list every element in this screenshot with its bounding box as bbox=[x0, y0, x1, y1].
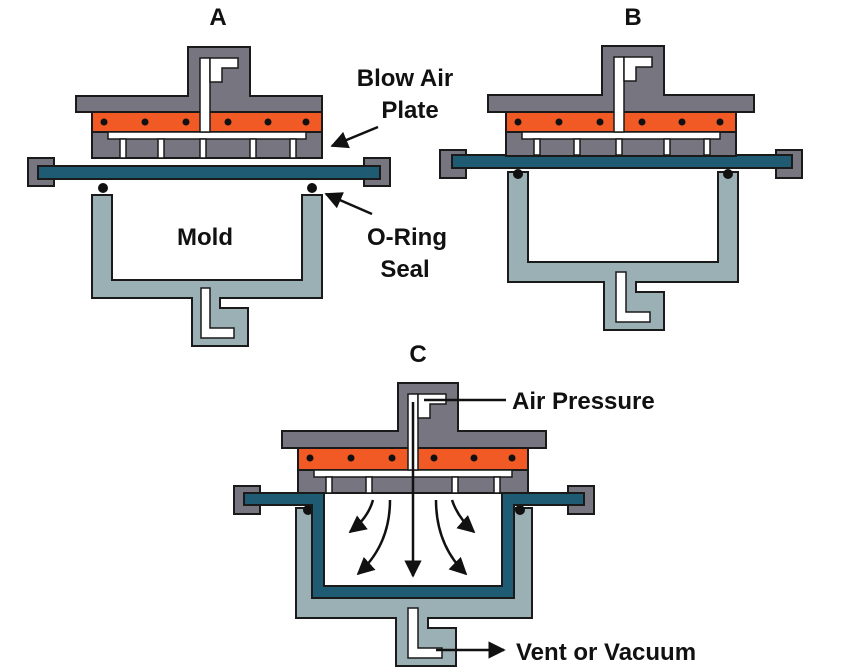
air-flow-arrow-upper-right bbox=[450, 499, 476, 534]
air-flow-arrows bbox=[348, 402, 476, 578]
air-flow-arrow-lower-right bbox=[434, 499, 468, 576]
panel-a: A Mold bbox=[27, 4, 453, 347]
annotation-air-pressure: Air Pressure bbox=[424, 388, 655, 415]
plastic-sheet-a bbox=[27, 157, 391, 187]
o-rings-c bbox=[303, 505, 525, 515]
o-ring-seal-arrow bbox=[324, 192, 373, 216]
panel-b-letter: B bbox=[624, 4, 641, 31]
panel-c: C bbox=[233, 341, 696, 667]
blow-air-plate-arrow bbox=[330, 125, 379, 149]
mold-label: Mold bbox=[177, 224, 233, 251]
blow-air-plate-a bbox=[75, 46, 323, 159]
annotation-o-ring-seal: O-Ring Seal bbox=[324, 192, 447, 283]
panel-c-letter: C bbox=[409, 341, 426, 368]
mold-b bbox=[507, 171, 739, 331]
blow-air-plate-label-line2: Plate bbox=[381, 97, 438, 124]
annotation-blow-air-plate: Blow Air Plate bbox=[330, 65, 453, 149]
air-flow-arrow-lower-left bbox=[356, 499, 392, 576]
o-rings-a bbox=[98, 183, 317, 193]
o-ring-seal-label-line1: O-Ring bbox=[367, 224, 447, 251]
air-pressure-label: Air Pressure bbox=[512, 388, 655, 415]
blow-air-plate-b bbox=[487, 45, 755, 157]
annotation-vent-or-vacuum: Vent or Vacuum bbox=[436, 639, 696, 666]
plastic-sheet-b bbox=[439, 149, 803, 179]
air-flow-arrow-upper-left bbox=[348, 499, 375, 534]
plastic-sheet-c bbox=[233, 485, 595, 599]
o-rings-b bbox=[513, 169, 733, 179]
mold-a: Mold bbox=[91, 194, 323, 347]
panel-b: B bbox=[439, 4, 803, 331]
vent-or-vacuum-label: Vent or Vacuum bbox=[516, 639, 696, 666]
panel-a-letter: A bbox=[209, 4, 226, 31]
o-ring-seal-label-line2: Seal bbox=[380, 256, 429, 283]
blow-air-plate-label-line1: Blow Air bbox=[357, 65, 453, 92]
